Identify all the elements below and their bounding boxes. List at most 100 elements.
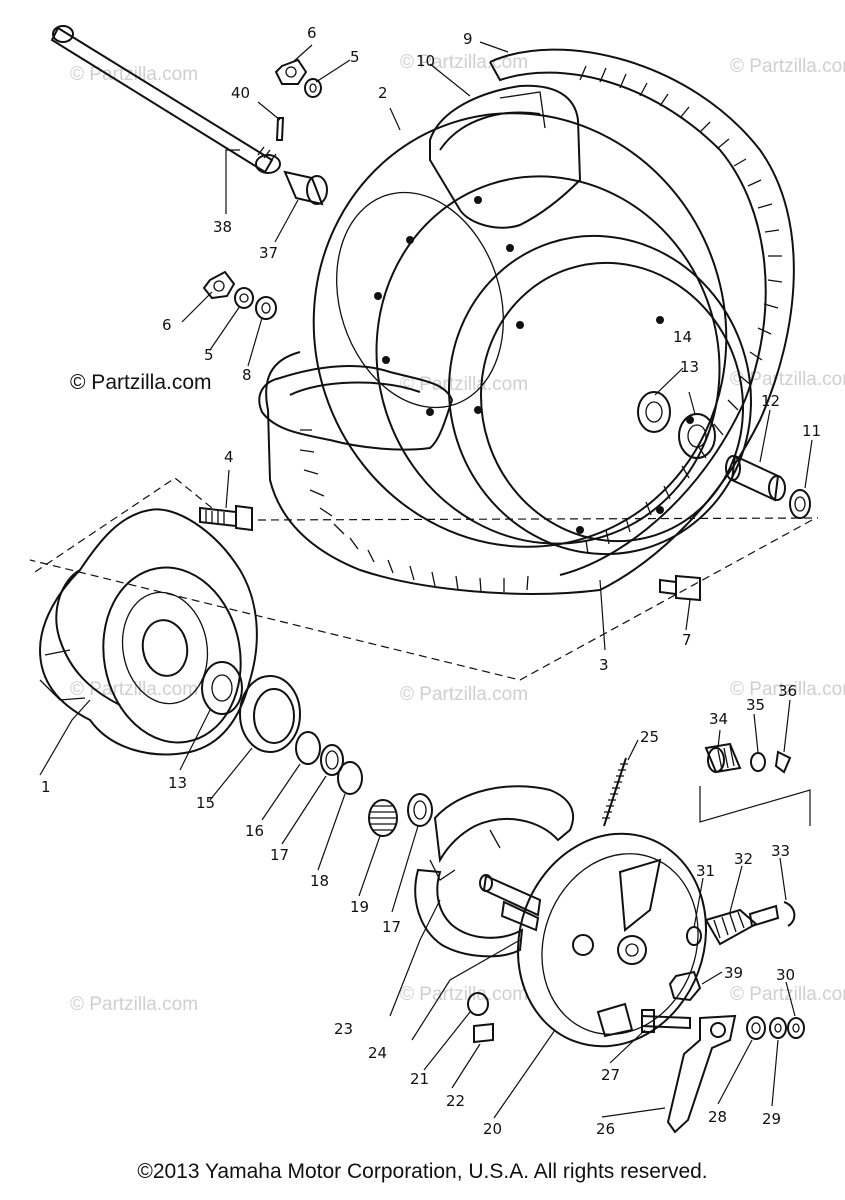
spacer-part [725, 454, 786, 502]
callout-2: 2 [378, 84, 388, 102]
callout-30: 30 [776, 966, 795, 984]
callout-34: 34 [709, 710, 728, 728]
main-watermark: © Partzilla.com [70, 371, 212, 394]
callout-20: 20 [483, 1120, 502, 1138]
bushing-part [704, 742, 742, 774]
assembly-guide-line [34, 477, 213, 573]
callout-11: 11 [802, 422, 821, 440]
spring-part [602, 757, 628, 827]
callout-4: 4 [224, 448, 234, 466]
washer-part [686, 926, 702, 946]
callout-17: 17 [382, 918, 401, 936]
callout-1: 1 [41, 778, 51, 796]
washer-part [304, 78, 322, 98]
callout-24: 24 [368, 1044, 387, 1062]
circlip-part [295, 731, 321, 765]
rim-part [312, 112, 752, 556]
axle-part [50, 25, 281, 174]
watermark: © Partzilla.com [730, 369, 845, 390]
callout-33: 33 [771, 842, 790, 860]
watermark-layer: © Partzilla.com © Partzilla.com © Partzi… [70, 52, 845, 1015]
callout-6: 6 [307, 24, 317, 42]
callout-5: 5 [350, 48, 360, 66]
clip-part [774, 750, 792, 774]
cam-shaft-part [479, 874, 542, 932]
watermark: © Partzilla.com [400, 52, 528, 73]
callout-8: 8 [242, 366, 252, 384]
tire-part [258, 48, 795, 595]
callout-27: 27 [601, 1066, 620, 1084]
callout-21: 21 [410, 1070, 429, 1088]
circlip-part [337, 761, 363, 795]
callout-19: 19 [350, 898, 369, 916]
brake-plate-part [516, 832, 708, 1048]
callout-13: 13 [680, 358, 699, 376]
bearing-part [637, 391, 671, 433]
callout-28: 28 [708, 1108, 727, 1126]
cotter-pin-part [275, 117, 285, 141]
callout-35: 35 [746, 696, 765, 714]
washer-part [255, 296, 277, 320]
callout-29: 29 [762, 1110, 781, 1128]
callout-7: 7 [682, 631, 692, 649]
watermark: © Partzilla.com [70, 994, 198, 1015]
nut-part [467, 992, 489, 1016]
watermark: © Partzilla.com [400, 374, 528, 395]
callout-31: 31 [696, 862, 715, 880]
nut-part [274, 58, 308, 85]
leader-lines [39, 41, 813, 1119]
washer-part [769, 1017, 787, 1039]
washer-part [234, 287, 254, 309]
assembly-guide-line [29, 517, 819, 681]
nut-part [668, 970, 702, 1002]
callout-16: 16 [245, 822, 264, 840]
callout-13: 13 [168, 774, 187, 792]
assembly-guide-line [699, 786, 811, 826]
collar-part [283, 170, 328, 206]
bearing-part [678, 413, 716, 459]
callout-17: 17 [270, 846, 289, 864]
hub-part [38, 508, 258, 756]
callout-38: 38 [213, 218, 232, 236]
nut-part [202, 270, 236, 300]
callout-40: 40 [231, 84, 250, 102]
callout-25: 25 [640, 728, 659, 746]
washer-part [320, 744, 344, 776]
cam-lever-part [666, 1014, 737, 1134]
callout-3: 3 [599, 656, 609, 674]
watermark: © Partzilla.com [400, 684, 528, 705]
oil-seal-part [789, 489, 811, 519]
copyright-notice: ©2013 Yamaha Motor Corporation, U.S.A. A… [137, 1160, 708, 1183]
watermark: © Partzilla.com [730, 984, 845, 1005]
callout-18: 18 [310, 872, 329, 890]
callout-23: 23 [334, 1020, 353, 1038]
callout-12: 12 [761, 392, 780, 410]
callout-26: 26 [596, 1120, 615, 1138]
drive-gear-part [368, 799, 398, 837]
watermark: © Partzilla.com [730, 679, 845, 700]
callout-5: 5 [204, 346, 214, 364]
driven-gear-part [704, 904, 780, 946]
watermark: © Partzilla.com [400, 984, 528, 1005]
brake-shoe-part [414, 785, 575, 958]
callout-9: 9 [463, 30, 473, 48]
callout-22: 22 [446, 1092, 465, 1110]
callout-39: 39 [724, 964, 743, 982]
callout-labels: 1 2 3 4 5 5 6 6 7 8 9 10 11 12 13 13 14 … [41, 24, 821, 1138]
callout-10: 10 [416, 52, 435, 70]
callout-6: 6 [162, 316, 172, 334]
callout-15: 15 [196, 794, 215, 812]
callout-37: 37 [259, 244, 278, 262]
washer-part [746, 1016, 766, 1040]
bolt-part [659, 574, 701, 602]
nut-part [787, 1017, 805, 1039]
callout-36: 36 [778, 682, 797, 700]
callout-14: 14 [673, 328, 692, 346]
bearing-part [201, 661, 243, 715]
bolt-part [641, 1009, 691, 1033]
callout-32: 32 [734, 850, 753, 868]
washer-part [750, 752, 766, 772]
exploded-parts-diagram: © Partzilla.com © Partzilla.com © Partzi… [29, 24, 845, 1138]
oil-seal-part [239, 675, 301, 753]
bolt-part [199, 504, 253, 532]
